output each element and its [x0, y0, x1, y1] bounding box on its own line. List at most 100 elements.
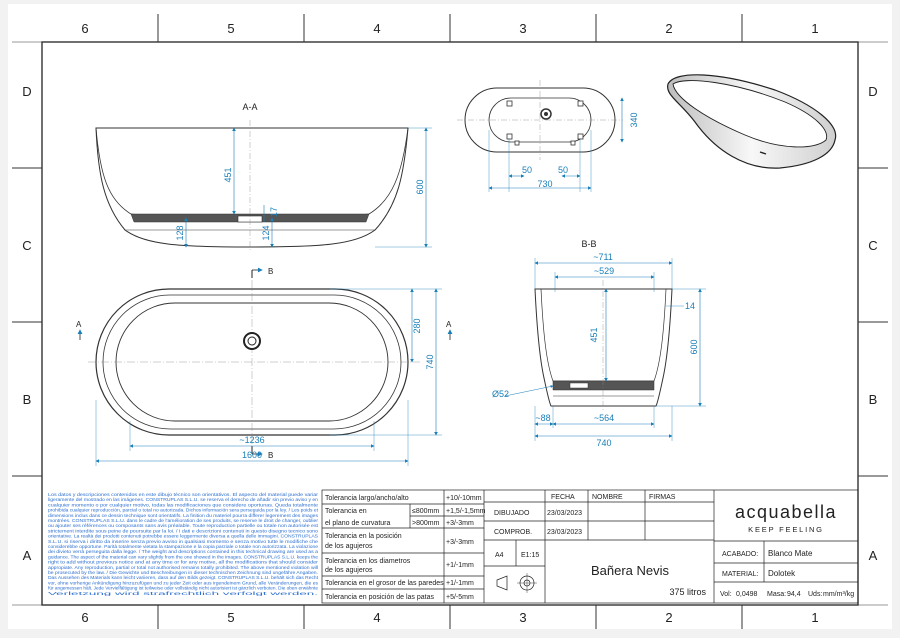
- frame-row-a: A: [23, 548, 32, 563]
- plan-view: B B A A 280 740 ~1236 1600: [76, 267, 453, 466]
- dim-711: ~711: [593, 252, 613, 262]
- disclaimer-line: prohibida cualquier reproducción, parcia…: [48, 508, 319, 513]
- dim-451-side: 451: [589, 327, 599, 342]
- disclaimer-line: S.L.U. si riserva i diritto da inserire …: [48, 539, 319, 544]
- tol-row-2-label: el plano de curvatura: [325, 520, 390, 527]
- disclaimer-line: considerebbe opportune. Parità totalment…: [48, 544, 319, 549]
- section-aa-label: A-A: [242, 102, 257, 112]
- dim-600-side: 600: [689, 339, 699, 354]
- approval-checked-label: COMPROB.: [494, 529, 532, 536]
- frame-col-4-bottom: 4: [373, 610, 380, 625]
- dim-52: Ø52: [492, 389, 509, 399]
- dim-1236: ~1236: [239, 435, 264, 445]
- disclaimer-line: Das Aussehen des Materials kann leicht v…: [48, 575, 319, 580]
- frame-col-2-bottom: 2: [665, 610, 672, 625]
- cut-marker-b-bottom: B: [268, 451, 273, 460]
- section-bb-label: B-B: [581, 239, 596, 249]
- header-firmas: FIRMAS: [649, 494, 676, 501]
- disclaimer-line: appropiate. Any reproduction, partial or…: [48, 565, 318, 570]
- disclaimer-line: vor, ohne vorherige Ankündigung hinzuzuf…: [48, 580, 318, 585]
- tol-row-6-label: Tolerancia en posición de las patas: [325, 594, 434, 601]
- units-value: mm/m³/kg: [823, 591, 854, 598]
- dim-88: ~88: [535, 413, 550, 423]
- frame-row-d: D: [22, 84, 31, 99]
- spec-block: ACABADO: Blanco Mate MATERIAL: Dolotek V…: [720, 549, 854, 598]
- disclaimer-line: ou ajouter ses références ou composants …: [48, 523, 319, 528]
- approval-checked-date: 23/03/2023: [547, 529, 582, 536]
- drawing-frame: [12, 14, 888, 629]
- disclaimer-line: Los datos y descripciones contenidos en …: [48, 492, 319, 497]
- frame-col-1: 1: [811, 21, 818, 36]
- tol-row-4-label2: de los agujeros: [325, 567, 373, 574]
- tol-row-1-sub: ≤800mm: [412, 508, 439, 515]
- dim-50a: 50: [522, 165, 532, 175]
- approval-table: FECHA NOMBRE FIRMAS DIBUJADO 23/03/2023 …: [494, 494, 676, 593]
- product-name: Bañera Nevis: [591, 563, 670, 578]
- sheet-scale: E1:15: [521, 552, 539, 559]
- legal-disclaimer: Los datos y descripciones contenidos en …: [48, 492, 319, 596]
- frame-col-6: 6: [81, 21, 88, 36]
- bottom-view: 340 50 50 730: [457, 80, 639, 192]
- disclaimer-line: montrées. CONSTRUPLAS S.L.U. dans le cad…: [48, 518, 319, 523]
- brand-logo: acquabella: [735, 502, 837, 522]
- dim-17: 17: [269, 207, 279, 217]
- tol-row-0-label: Tolerancia largo/ancho/alto: [325, 495, 409, 502]
- frame-row-a-right: A: [869, 548, 878, 563]
- dim-529: ~529: [594, 266, 614, 276]
- dim-340: 340: [629, 112, 639, 127]
- disclaimer-line: cualquier momento o por cualquier motivo…: [48, 502, 319, 507]
- frame-col-2: 2: [665, 21, 672, 36]
- dim-280: 280: [412, 318, 422, 333]
- section-aa-view: A-A 600 451 128 124 17: [95, 102, 432, 250]
- tol-row-6-value: +5/-5mm: [446, 594, 474, 601]
- frame-column-labels: 6 5 4 3 2 1 6 5 4 3 2 1: [81, 21, 818, 625]
- frame-row-c-right: C: [868, 238, 877, 253]
- frame-row-b-right: B: [869, 392, 878, 407]
- dim-600-front: 600: [415, 179, 425, 194]
- disclaimer-line: dimensions inclus dans ce dessin techniq…: [48, 513, 318, 518]
- tol-row-4-label: Tolerancia en los diametros: [325, 558, 411, 565]
- product-capacity: 375 litros: [669, 587, 706, 597]
- disclaimer-line: guidance. The aspect of the material can…: [48, 554, 319, 559]
- disclaimer-line: orientative. La realtà dei prodotti cont…: [48, 534, 318, 539]
- dim-730: 730: [537, 179, 552, 189]
- frame-col-5-bottom: 5: [227, 610, 234, 625]
- volume-label: Vol:: [720, 591, 732, 598]
- frame-row-d-right: D: [868, 84, 877, 99]
- frame-row-c: C: [22, 238, 31, 253]
- dim-1600: 1600: [242, 450, 262, 460]
- approval-drawn-label: DIBUJADO: [494, 510, 530, 517]
- tol-row-3-label2: de los agujeros: [325, 543, 373, 550]
- sheet-size: A4: [495, 552, 504, 559]
- finish-label: ACABADO:: [722, 551, 758, 558]
- dim-124: 124: [261, 225, 271, 240]
- mass-value: 94,4: [787, 591, 801, 598]
- disclaimer-line: Verletzung wird strafrechtlich verfolgt …: [48, 591, 318, 596]
- tol-row-5-label: Tolerancia en el grosor de las paredes: [325, 580, 444, 587]
- header-nombre: NOMBRE: [592, 494, 623, 501]
- tol-row-2-value: +3/-3mm: [446, 520, 474, 527]
- tol-row-3-label: Tolerancia en la posición: [325, 533, 402, 540]
- tol-row-1-value: +1,5/-1,5mm: [446, 508, 486, 515]
- disclaimer-line: be prosecuted by the law. / Die Gewichte…: [48, 570, 318, 575]
- frame-col-1-bottom: 1: [811, 610, 818, 625]
- cut-marker-a-right: A: [446, 320, 452, 329]
- material-value: Dolotek: [768, 569, 796, 578]
- cut-marker-b-top: B: [268, 267, 273, 276]
- units-label: Uds:: [808, 591, 822, 598]
- tolerance-table: Tolerancia largo/ancho/alto +10/-10mm To…: [325, 495, 486, 601]
- tol-row-1-label: Tolerancia en: [325, 508, 367, 515]
- finish-value: Blanco Mate: [768, 549, 813, 558]
- tol-row-3-value: +3/-3mm: [446, 539, 474, 546]
- frame-row-b: B: [23, 392, 32, 407]
- volume-value: 0,0498: [736, 591, 758, 598]
- dim-14: 14: [685, 301, 695, 311]
- disclaimer-line: strictement interdite sous peine de pour…: [48, 528, 319, 533]
- isometric-view: [667, 74, 837, 169]
- tol-row-0-value: +10/-10mm: [446, 495, 482, 502]
- cut-marker-a-left: A: [76, 320, 82, 329]
- product-block: Bañera Nevis 375 litros: [591, 563, 707, 597]
- dim-740-plan: 740: [425, 354, 435, 369]
- material-label: MATERIAL:: [722, 571, 758, 578]
